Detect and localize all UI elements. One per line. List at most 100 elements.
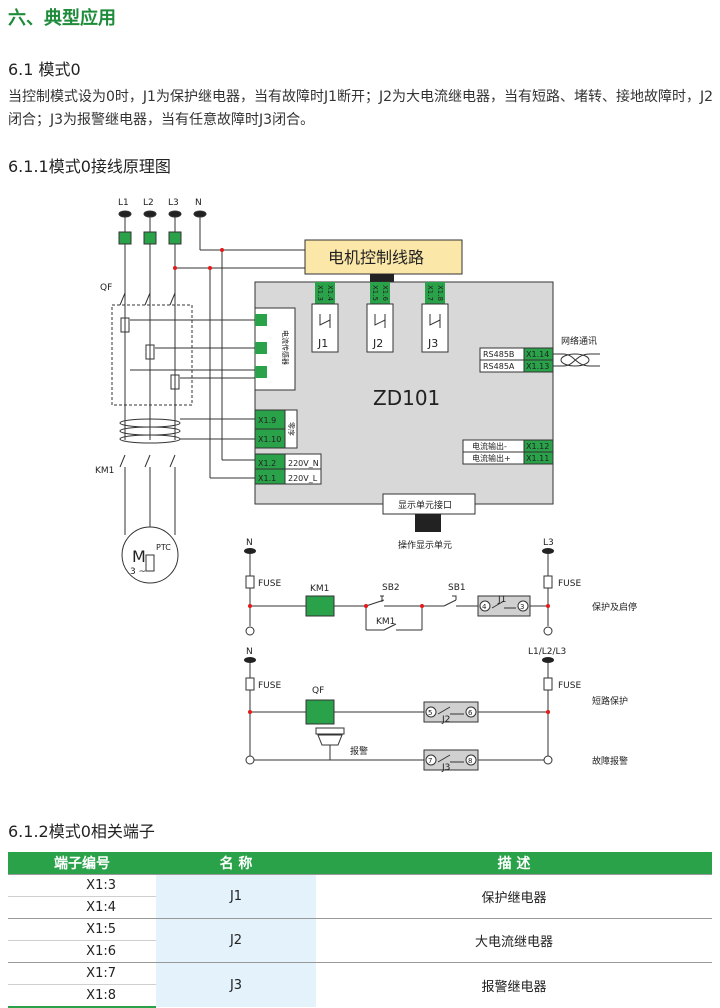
ckt-j2: J2 bbox=[441, 715, 450, 725]
ckt-row3-label: 故障报警 bbox=[592, 755, 628, 767]
ckt-km1-coil-label: KM1 bbox=[310, 584, 329, 594]
j1-contact bbox=[477, 595, 531, 617]
j1-pin-3: 3 bbox=[520, 603, 524, 611]
rs485b: RS485B bbox=[483, 350, 514, 359]
ckt-row2-label: 短路保护 bbox=[592, 695, 628, 707]
term-x1-9: X1.9 bbox=[258, 416, 276, 425]
analog-minus: 电流输出- bbox=[472, 441, 507, 451]
device-name: ZD101 bbox=[373, 386, 440, 410]
mode-heading: 6.1 模式0 bbox=[8, 60, 81, 79]
table-row: X1:4 bbox=[8, 896, 712, 919]
qf-coil bbox=[305, 699, 335, 725]
ckt-alarm: 报警 bbox=[350, 745, 368, 757]
ckt-sb1: SB1 bbox=[448, 583, 466, 593]
cell-desc: 报警继电器 bbox=[316, 962, 712, 1007]
phase-label-l2: L2 bbox=[143, 198, 154, 208]
cell-name: J1 bbox=[156, 874, 316, 919]
j2-pin-6: 6 bbox=[468, 709, 473, 717]
term-x1-3: X1.3 bbox=[316, 285, 324, 301]
j2-contact bbox=[423, 701, 479, 723]
ckt-sb2: SB2 bbox=[382, 583, 400, 593]
ct-label: 电流传感器 bbox=[281, 330, 290, 365]
display-unit: 操作显示单元 bbox=[398, 539, 452, 551]
ckt-qf: QF bbox=[312, 686, 324, 696]
km1-coil bbox=[305, 595, 335, 617]
terminals-table: 端子编号 名 称 描 述 X1:3 J1 保护继电器 X1:4 X1:5 J2 … bbox=[8, 852, 712, 1008]
ckt-l3: L3 bbox=[543, 538, 554, 548]
qf-label: QF bbox=[100, 283, 112, 293]
term-x1-13: X1.13 bbox=[526, 362, 549, 371]
zero-label: 零序 bbox=[287, 422, 296, 436]
relay-j1: J1 bbox=[317, 337, 328, 350]
term-x1-10: X1.10 bbox=[258, 435, 281, 444]
table-row: X1:5 J2 大电流继电器 bbox=[8, 918, 712, 963]
cell-code: X1:5 bbox=[8, 918, 156, 941]
relay-j2: J2 bbox=[372, 337, 383, 350]
term-x1-4: X1.4 bbox=[326, 285, 334, 301]
header-desc: 描 述 bbox=[316, 852, 712, 875]
cell-name: J3 bbox=[156, 962, 316, 1007]
j1-pin-4: 4 bbox=[482, 603, 487, 611]
ptc-label: PTC bbox=[156, 543, 171, 552]
table-row: X1:8 bbox=[8, 984, 712, 1008]
cell-desc: 大电流继电器 bbox=[316, 918, 712, 963]
junction-dots bbox=[173, 248, 224, 270]
section-title: 六、典型应用 bbox=[8, 8, 116, 29]
cell-code: X1:7 bbox=[8, 962, 156, 985]
control-line-label: 电机控制线路 bbox=[328, 248, 424, 267]
ckt-fuse-3: FUSE bbox=[258, 681, 281, 691]
wiring-heading: 6.1.1模式0接线原理图 bbox=[8, 157, 171, 176]
j2-pin-5: 5 bbox=[428, 709, 432, 717]
term-x1-1: X1.1 bbox=[258, 474, 276, 483]
phase-label-n: N bbox=[195, 198, 202, 208]
motor-label: M bbox=[132, 547, 146, 566]
analog-plus: 电流输出+ bbox=[472, 453, 511, 463]
term-x1-5: X1.5 bbox=[371, 285, 379, 301]
header-code: 端子编号 bbox=[8, 852, 156, 875]
term-x1-14: X1.14 bbox=[526, 350, 549, 359]
ckt-n-2: N bbox=[246, 647, 253, 657]
term-x1-8: X1.8 bbox=[436, 285, 444, 301]
header-name: 名 称 bbox=[156, 852, 316, 875]
ckt-row1-label: 保护及启停 bbox=[592, 601, 637, 613]
phase-label-l1: L1 bbox=[118, 198, 129, 208]
cell-code: X1:3 bbox=[8, 874, 156, 897]
cell-code: X1:8 bbox=[8, 984, 156, 1008]
relay-j3: J3 bbox=[427, 337, 438, 350]
ckt-j1: J1 bbox=[497, 595, 506, 605]
j3-pin-8: 8 bbox=[468, 757, 472, 765]
cell-code: X1:4 bbox=[8, 896, 156, 919]
table-row: X1:6 bbox=[8, 940, 712, 963]
network-label: 网络通讯 bbox=[561, 335, 597, 347]
power-l: 220V_L bbox=[288, 474, 318, 483]
j3-contact bbox=[423, 749, 479, 771]
ckt-l123: L1/L2/L3 bbox=[528, 647, 566, 657]
ckt-n-1: N bbox=[246, 538, 253, 548]
table-row: X1:3 J1 保护继电器 bbox=[8, 874, 712, 919]
phase-terminals bbox=[118, 210, 207, 245]
j3-pin-7: 7 bbox=[428, 757, 432, 765]
terminals-heading: 6.1.2模式0相关端子 bbox=[8, 822, 155, 841]
term-x1-11: X1.11 bbox=[526, 454, 549, 463]
ckt-fuse-4: FUSE bbox=[558, 681, 581, 691]
phase-label-l3: L3 bbox=[168, 198, 179, 208]
wiring-diagram: L1 L2 L3 N QF KM1 M 3 ~ PTC 电机控制线路 ZD101… bbox=[95, 198, 637, 773]
mode-description: 当控制模式设为0时，J1为保护继电器，当有故障时J1断开；J2为大电流继电器，当… bbox=[8, 89, 714, 128]
term-x1-2: X1.2 bbox=[258, 459, 276, 468]
cell-name: J2 bbox=[156, 918, 316, 963]
motor-phase: 3 ~ bbox=[130, 567, 146, 577]
ckt-fuse-1: FUSE bbox=[258, 579, 281, 589]
term-x1-6: X1.6 bbox=[381, 285, 389, 301]
ckt-km1-contact: KM1 bbox=[376, 617, 395, 627]
km1-label: KM1 bbox=[95, 466, 114, 476]
cell-desc: 保护继电器 bbox=[316, 874, 712, 919]
cell-code: X1:6 bbox=[8, 940, 156, 963]
ckt-j3: J3 bbox=[441, 763, 450, 773]
term-x1-12: X1.12 bbox=[526, 442, 549, 451]
term-x1-7: X1.7 bbox=[426, 285, 434, 301]
table-row: X1:7 J3 报警继电器 bbox=[8, 962, 712, 1007]
display-port: 显示单元接口 bbox=[398, 499, 452, 511]
rs485a: RS485A bbox=[483, 362, 515, 371]
power-n: 220V_N bbox=[288, 459, 319, 468]
ckt-fuse-2: FUSE bbox=[558, 579, 581, 589]
